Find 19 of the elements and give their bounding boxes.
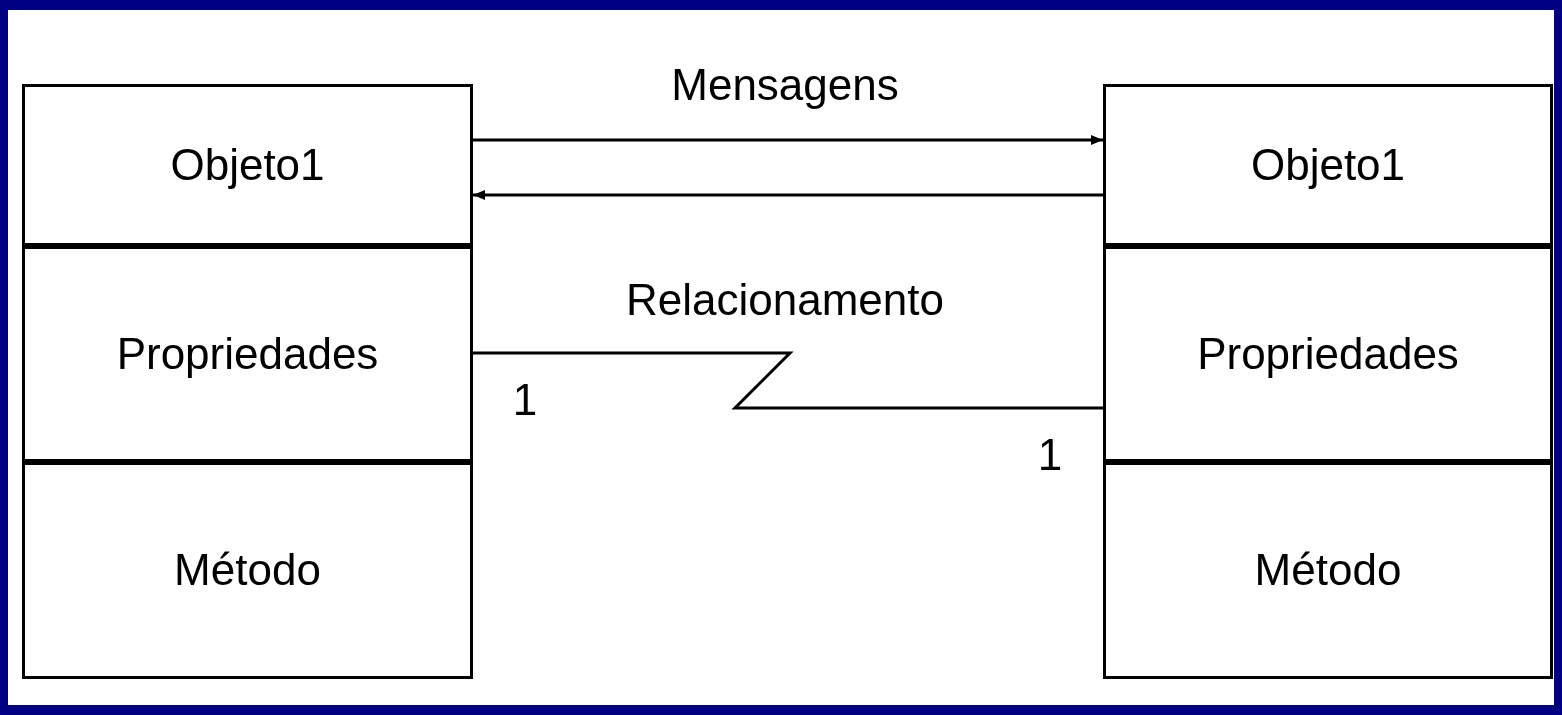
class-compartment xyxy=(22,461,473,679)
connector-line xyxy=(473,351,1103,410)
class-compartment xyxy=(1103,245,1553,462)
compartment-label: Propriedades xyxy=(116,327,379,380)
class-compartment xyxy=(1103,83,1553,246)
compartment-label: Método xyxy=(174,544,321,596)
edge-label: Relacionamento xyxy=(626,274,944,326)
compartment-label: Objeto1 xyxy=(1250,138,1406,191)
compartment-label: Objeto1 xyxy=(170,138,325,191)
multiplicity-label: 1 xyxy=(512,374,538,426)
arrow xyxy=(473,190,1103,200)
class-compartment xyxy=(22,83,473,246)
compartment-label: Método xyxy=(1254,544,1402,596)
class-compartment xyxy=(1103,461,1553,679)
edge-label: Mensagens xyxy=(671,59,899,111)
class-compartment xyxy=(22,245,473,462)
compartment-label: Propriedades xyxy=(1197,327,1459,380)
multiplicity-label: 1 xyxy=(1037,429,1063,481)
arrow xyxy=(473,135,1103,145)
